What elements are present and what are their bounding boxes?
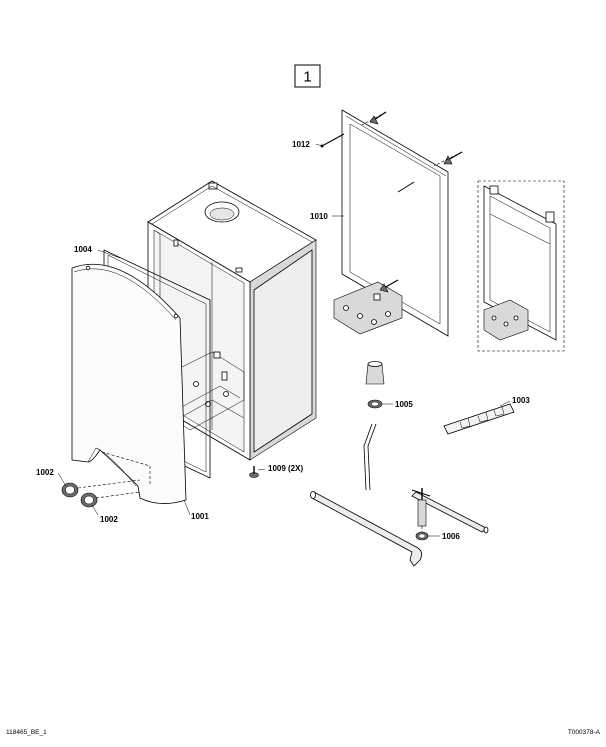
- label-1001: 1001: [191, 512, 209, 521]
- leader-lines: [57, 143, 511, 537]
- part-1005: [363, 361, 385, 491]
- label-1009: 1009 (2X): [268, 464, 303, 473]
- footer-right-code: T000378-A: [568, 729, 601, 736]
- front-panel: [71, 263, 187, 504]
- grommet-lower: [80, 492, 98, 508]
- label-1002-upper: 1002: [36, 468, 54, 477]
- boiler-casing: [147, 180, 317, 461]
- figure-number: 1: [303, 69, 311, 86]
- label-1003: 1003: [512, 396, 530, 405]
- part-1006: [310, 488, 489, 567]
- screw-1012: [320, 133, 345, 148]
- screw-1009: [249, 466, 259, 478]
- figure-number-box: 1: [294, 64, 321, 88]
- label-1012: 1012: [292, 140, 310, 149]
- label-1010: 1010: [310, 212, 328, 221]
- alternative-plate-box: [477, 180, 565, 352]
- label-1005: 1005: [395, 400, 413, 409]
- label-1006: 1006: [442, 532, 460, 541]
- label-1004: 1004: [74, 245, 92, 254]
- part-1003: [443, 403, 515, 435]
- grommet-upper: [61, 482, 79, 498]
- footer-left-code: 118465_BE_1: [6, 729, 47, 736]
- mounting-plate: [333, 109, 463, 337]
- label-1002-lower: 1002: [100, 515, 118, 524]
